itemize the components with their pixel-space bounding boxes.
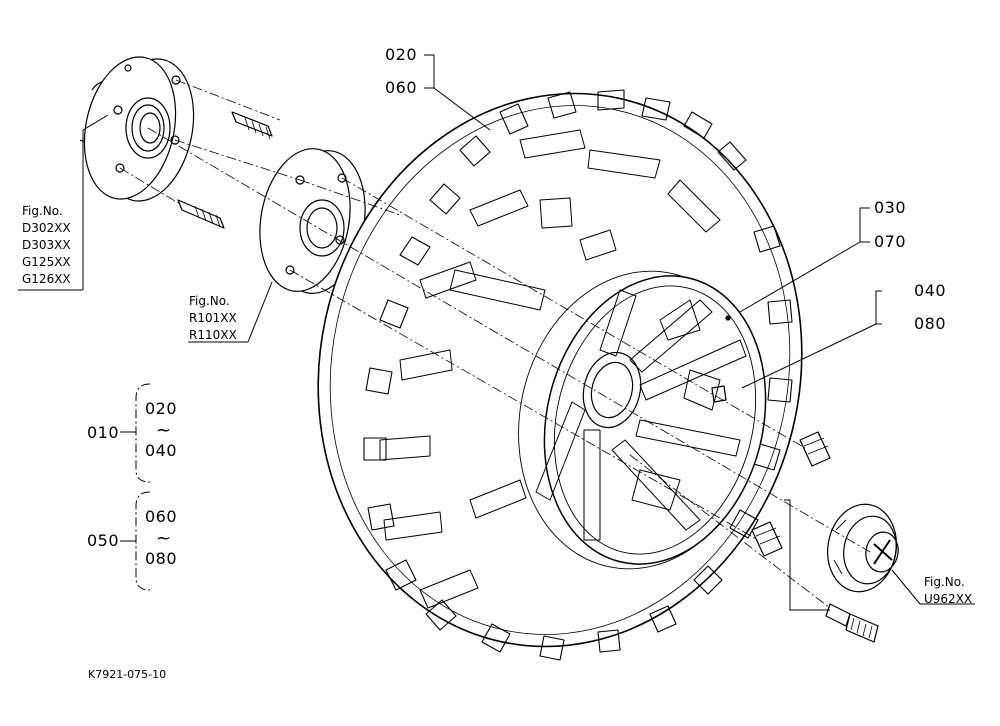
valve-bolt xyxy=(825,603,879,643)
callout-030: 030 xyxy=(874,198,907,217)
nut-fig-ref-label: Fig.No. xyxy=(924,575,965,589)
group-brackets xyxy=(120,383,151,591)
callout-leaders xyxy=(18,54,975,611)
nut-fig-ref: Fig.No. U962XX xyxy=(924,574,972,608)
spacer-fig-ref-1: R101XX xyxy=(189,311,237,325)
wheel-hub xyxy=(79,56,195,202)
hub-fig-ref: Fig.No. D302XX D303XX G125XX G126XX xyxy=(22,203,71,288)
drawing-code: K7921-075-10 xyxy=(88,668,167,681)
callout-060: 060 xyxy=(385,78,418,97)
group-050-tilde: ~ xyxy=(156,528,172,549)
hub-fig-ref-1: D302XX xyxy=(22,221,71,235)
callout-070: 070 xyxy=(874,232,907,251)
group-050-id: 050 xyxy=(87,531,120,550)
nut-fig-ref-1: U962XX xyxy=(924,592,973,606)
spacer-fig-ref: Fig.No. R101XX R110XX xyxy=(189,293,237,344)
group-050-from: 060 xyxy=(145,507,178,526)
callout-080: 080 xyxy=(914,314,947,333)
callout-040: 040 xyxy=(914,281,947,300)
lug-nuts xyxy=(751,431,831,557)
hub-fig-ref-label: Fig.No. xyxy=(22,204,63,218)
group-010-id: 010 xyxy=(87,423,120,442)
spacer-fig-ref-2: R110XX xyxy=(189,328,237,342)
group-010-to: 040 xyxy=(145,441,178,460)
hub-fig-ref-3: G125XX xyxy=(22,255,71,269)
hub-fig-ref-4: G126XX xyxy=(22,272,71,286)
wheel-studs xyxy=(177,111,273,229)
group-010-from: 020 xyxy=(145,399,178,418)
group-010-tilde: ~ xyxy=(156,420,172,441)
callout-020: 020 xyxy=(385,45,418,64)
rim xyxy=(535,275,767,565)
group-050-to: 080 xyxy=(145,549,178,568)
hub-cap xyxy=(827,503,899,593)
hub-fig-ref-2: D303XX xyxy=(22,238,71,252)
spacer-fig-ref-label: Fig.No. xyxy=(189,294,230,308)
assembly-axis-lines xyxy=(119,79,871,609)
